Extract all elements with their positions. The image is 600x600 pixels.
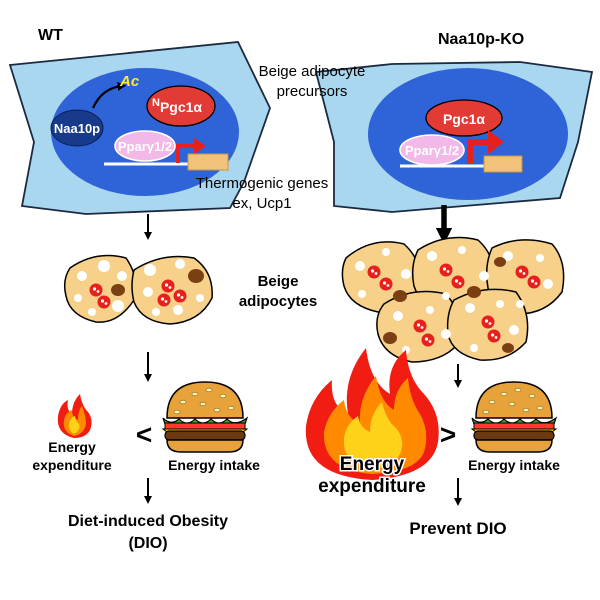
ko-pgc1a-protein — [425, 99, 503, 137]
wt-mitochondrion — [89, 283, 103, 297]
ko-beige-adipocytes — [341, 236, 565, 363]
ko-thermogenic-gene-box — [483, 155, 523, 173]
ko-expenditure-line2: expenditure — [318, 476, 426, 497]
ko-promoter-arrow-head — [488, 130, 504, 154]
wt-mitochondrion — [173, 289, 187, 303]
beige-label-line1: Beige — [258, 273, 299, 290]
naa10p-label: Naa10p — [54, 121, 100, 136]
wt-burger-icon — [162, 381, 248, 453]
ko-mitochondrion — [413, 319, 427, 333]
ko-brown-droplet — [502, 343, 514, 353]
wt-brown-droplet-2 — [188, 269, 204, 283]
ko-brown-droplet — [467, 286, 481, 298]
ko-comparison-sign: > — [440, 419, 456, 450]
wt-mitochondrion — [157, 293, 171, 307]
wt-outcome-line2: (DIO) — [128, 535, 167, 552]
wt-expenditure-line2: expenditure — [32, 457, 112, 473]
n-terminus-label: N — [152, 97, 160, 109]
ko-mitochondrion — [527, 275, 541, 289]
wt-intake-label: Energy intake — [168, 457, 260, 473]
ko-big-flame-icon — [305, 348, 439, 480]
ko-brown-droplet — [494, 257, 506, 267]
precursor-label-line1: Beige adipocyte — [259, 63, 366, 80]
wt-outcome-line1: Diet-induced Obesity — [68, 513, 228, 530]
ko-lipid-droplets — [355, 246, 553, 354]
ko-promoter-arrow — [467, 139, 490, 164]
ko-mitochondrion — [367, 265, 381, 279]
wt-promoter-arrow — [176, 144, 196, 163]
wt-expenditure-line1: Energy — [48, 439, 96, 455]
ko-mitochondrion — [515, 265, 529, 279]
naa10p-protein — [50, 109, 104, 147]
wt-pgc1a-protein — [146, 85, 216, 127]
ko-ppar-label: Pparγ1/2 — [405, 143, 459, 158]
ko-brown-droplet — [393, 290, 407, 302]
wt-beige-adipocytes — [63, 254, 213, 325]
wt-promoter-arrow-head — [194, 138, 206, 154]
precursor-label-line2: precursors — [277, 83, 348, 100]
ko-outcome: Prevent DIO — [409, 519, 506, 538]
wt-ppar-label: Pparγ1/2 — [118, 139, 172, 154]
wt-mitochondrion — [97, 295, 111, 309]
wt-comparison-sign: < — [136, 419, 152, 450]
ko-title: Naa10p-KO — [438, 31, 524, 48]
ko-pgc1a-label: Pgc1α — [443, 111, 485, 127]
ko-burger-icon — [471, 381, 557, 453]
wt-title: WT — [38, 27, 63, 44]
ko-mitochondrion — [487, 329, 501, 343]
acetylation-arrow — [91, 82, 127, 109]
ko-expenditure-line1: Energy — [340, 454, 405, 475]
beige-label-line2: adipocytes — [239, 293, 317, 310]
wt-mitochondrion — [161, 279, 175, 293]
wt-lipid-droplets — [74, 259, 204, 316]
wt-brown-droplet-1 — [111, 284, 125, 296]
acetyl-group-label: Ac — [119, 73, 140, 90]
thermogenic-genes-line1: Thermogenic genes — [196, 175, 329, 192]
ko-mitochondrion — [439, 263, 453, 277]
wt-pgc1a-label: Pgc1α — [160, 99, 202, 115]
wt-precursor-cell — [8, 41, 271, 215]
thermogenic-genes-line2: ex, Ucp1 — [232, 195, 291, 212]
ko-mitochondrion — [421, 333, 435, 347]
ko-mitochondrion — [481, 315, 495, 329]
ko-intake-label: Energy intake — [468, 457, 560, 473]
wt-thermogenic-gene-box — [187, 153, 229, 171]
wt-small-flame-icon — [57, 394, 92, 438]
ko-mitochondrion — [379, 277, 393, 291]
ko-mitochondrion — [451, 275, 465, 289]
ko-brown-droplet — [383, 332, 397, 344]
wt-ppar-protein — [114, 130, 176, 162]
ko-precursor-cell — [314, 61, 594, 213]
